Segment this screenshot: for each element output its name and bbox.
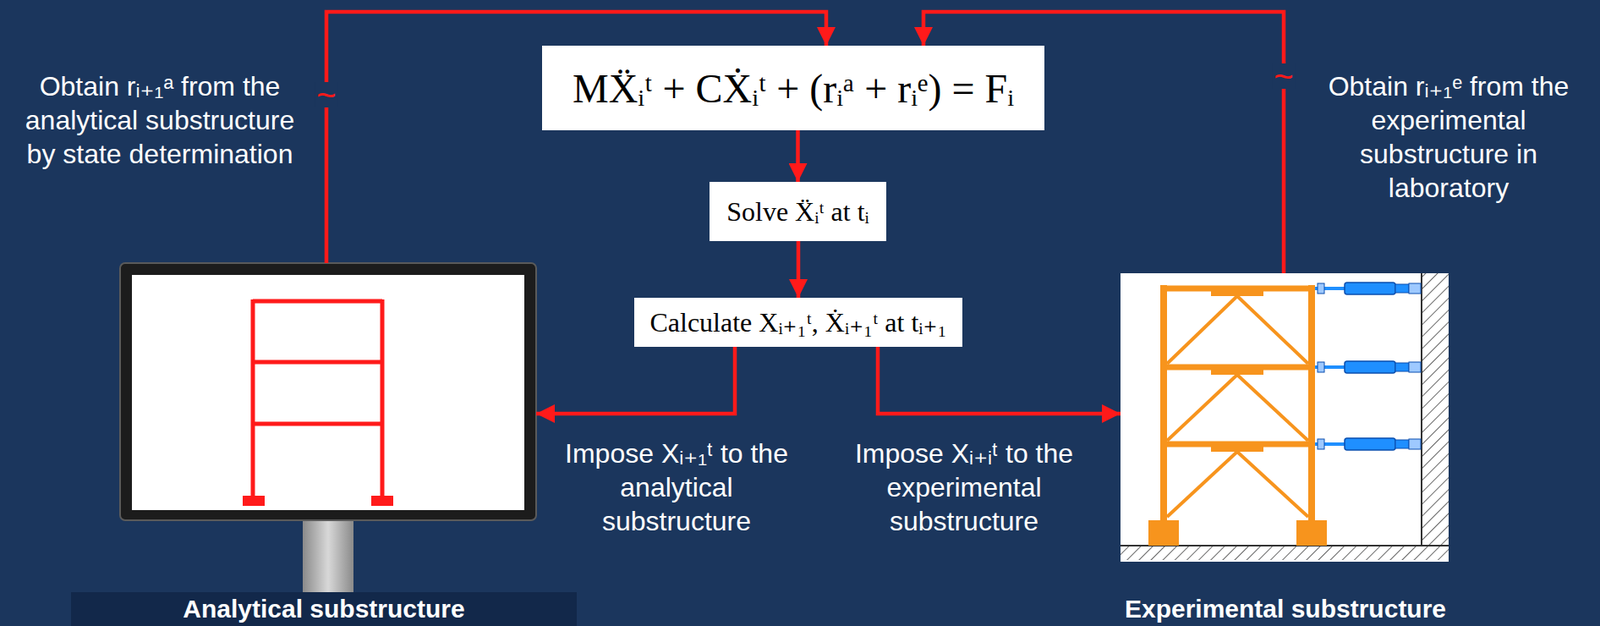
process-box: MẌᵢᵗ + CẊᵢᵗ + (rᵢᵃ + rᵢᵉ) = Fᵢ xyxy=(542,45,1045,131)
monitor-icon xyxy=(120,263,537,596)
actuator xyxy=(1315,361,1421,373)
flow-arrow xyxy=(796,241,801,298)
lab-background xyxy=(1120,273,1449,562)
equation-text: MẌᵢᵗ + CẊᵢᵗ + (rᵢᵃ + rᵢᵉ) = Fᵢ xyxy=(572,65,1014,112)
actuators xyxy=(1315,282,1421,450)
step-note: Impose Xᵢ₊₁ᵗ to the analytical substruct… xyxy=(549,436,804,538)
process-box: Solve Ẍᵢᵗ at tᵢ xyxy=(709,181,887,242)
step-note: Impose Xᵢ₊ᵢᵗ to the experimental substru… xyxy=(837,436,1091,538)
monitor-screen xyxy=(131,274,525,510)
substructure-node: Experimental substructure xyxy=(1120,273,1451,626)
frame-model xyxy=(252,299,383,499)
wall-hatch xyxy=(1421,273,1449,546)
step-note: Obtain rᵢ₊₁ᵃ from the analytical substru… xyxy=(20,69,300,171)
reaction-wall xyxy=(1420,273,1423,546)
flow-arrow xyxy=(795,130,800,182)
step-text: Calculate Xᵢ₊₁ᵗ, Ẋᵢ₊₁ᵗ at tᵢ₊₁ xyxy=(649,306,947,339)
delay-symbol: ~ xyxy=(314,82,338,108)
ground-hatch xyxy=(1120,545,1449,560)
braced-frame xyxy=(1160,284,1316,529)
actuator xyxy=(1315,282,1421,295)
step-text: Solve Ẍᵢᵗ at tᵢ xyxy=(726,196,870,228)
monitor-bezel xyxy=(120,263,537,521)
flow-arrow xyxy=(877,346,1121,414)
test-setup xyxy=(1120,273,1449,562)
substructure-node: Analytical substructure xyxy=(120,263,537,626)
substructure-label: Analytical substructure xyxy=(71,591,577,626)
delay-symbol: ~ xyxy=(1271,63,1295,89)
beam-blocks xyxy=(1148,287,1327,546)
substructure-label: Experimental substructure xyxy=(1124,591,1447,626)
process-box: Calculate Xᵢ₊₁ᵗ, Ẋᵢ₊₁ᵗ at tᵢ₊₁ xyxy=(634,297,963,347)
monitor-stand xyxy=(302,517,354,596)
frame-support xyxy=(371,495,394,506)
frame-support xyxy=(242,495,265,506)
actuator xyxy=(1315,438,1421,450)
flow-arrow xyxy=(536,346,735,414)
step-note: Obtain rᵢ₊₁ᵉ from the experimental subst… xyxy=(1309,69,1589,205)
